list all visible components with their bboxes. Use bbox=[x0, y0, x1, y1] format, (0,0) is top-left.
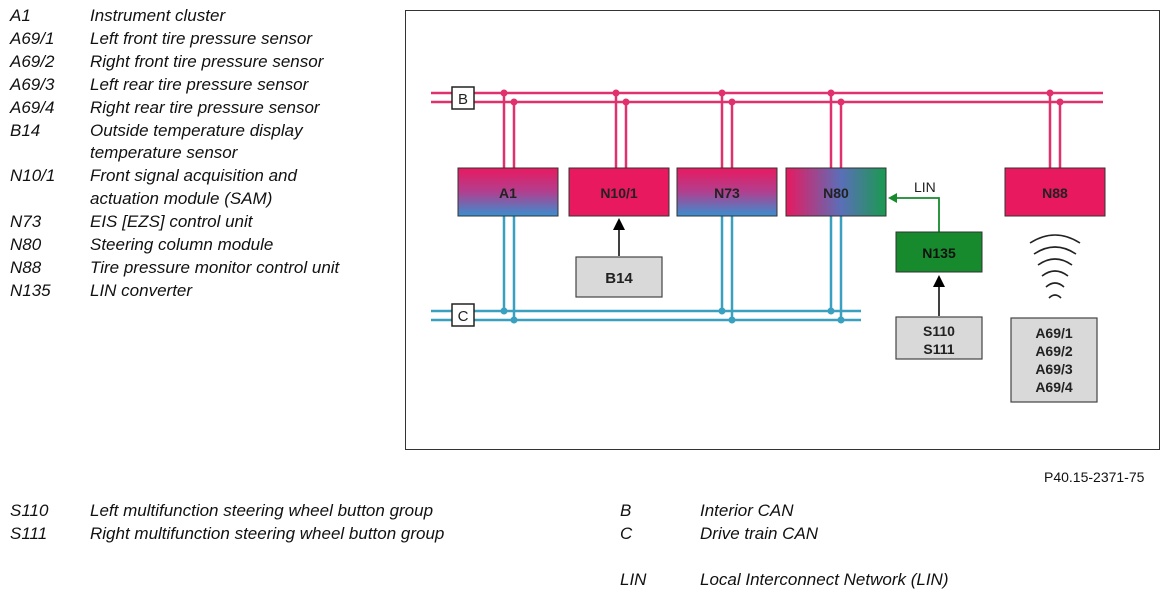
legend-description: Left multifunction steering wheel button… bbox=[90, 501, 434, 520]
legend-entry-n135: N135 LIN converter bbox=[10, 280, 339, 303]
legend-description-line: Right front tire pressure sensor bbox=[90, 51, 324, 71]
lin-label: LIN bbox=[914, 179, 936, 195]
legend-code: A69/3 bbox=[10, 74, 55, 94]
legend-code: S111 bbox=[10, 523, 48, 543]
legend-description: Drive train CAN bbox=[700, 523, 819, 543]
legend-description: Right multifunction steering wheel butto… bbox=[90, 523, 445, 543]
legend-entry-n73: N73 EIS [EZS] control unit bbox=[10, 211, 339, 234]
svg-text:N80: N80 bbox=[823, 185, 849, 201]
wireless-signal-icon bbox=[1029, 234, 1081, 299]
svg-text:S111: S111 bbox=[923, 341, 954, 357]
legend-entry-s110: S110 Left multifunction steering wheel bu… bbox=[10, 500, 444, 523]
svg-text:N88: N88 bbox=[1042, 185, 1068, 201]
legend-entry-a69-2: A69/2 Right front tire pressure sensor bbox=[10, 51, 339, 74]
legend-code: C bbox=[620, 523, 633, 543]
legend-description-line: Left front tire pressure sensor bbox=[90, 28, 313, 48]
legend-description: LIN converter bbox=[90, 280, 192, 303]
switch-group-s110-s111: S110 S111 bbox=[895, 316, 983, 360]
module-n73: N73 bbox=[676, 167, 778, 217]
drive-train-can-junctions bbox=[500, 307, 845, 324]
module-n88: N88 bbox=[1004, 167, 1106, 217]
svg-text:A69/3: A69/3 bbox=[1035, 361, 1073, 377]
module-n80: N80 bbox=[785, 167, 887, 217]
legend-code: LIN bbox=[620, 569, 647, 589]
legend-code: A69/2 bbox=[10, 51, 55, 71]
legend-code: N73 bbox=[10, 212, 42, 232]
legend-description-line: Steering column module bbox=[90, 235, 274, 255]
legend-description-line: Left rear tire pressure sensor bbox=[90, 74, 309, 94]
legend-description: Interior CAN bbox=[700, 501, 794, 520]
legend-code: B bbox=[620, 501, 632, 520]
legend-entry-a1: A1 Instrument cluster bbox=[10, 5, 339, 28]
legend-code: N10/1 bbox=[10, 166, 56, 186]
legend-entry-b: B Interior CAN bbox=[620, 500, 949, 523]
legend-description-line: Tire pressure monitor control unit bbox=[90, 257, 340, 277]
legend-code: N88 bbox=[10, 257, 42, 277]
legend-entry-b14: B14 Outside temperature display temperatur… bbox=[10, 120, 339, 166]
legend-code: A1 bbox=[10, 6, 31, 25]
svg-text:A1: A1 bbox=[499, 185, 517, 201]
legend-description-line: actuation module (SAM) bbox=[90, 189, 273, 209]
legend-description: Outside temperature display temperature s… bbox=[90, 120, 303, 166]
legend-description: Tire pressure monitor control unit bbox=[90, 257, 339, 280]
bus-b-label-box: B bbox=[451, 86, 475, 110]
legend-entry-a69-4: A69/4 Right rear tire pressure sensor bbox=[10, 97, 339, 120]
interior-can-bus bbox=[431, 91, 1103, 168]
svg-text:N10/1: N10/1 bbox=[600, 185, 638, 201]
lin-connection: LIN bbox=[888, 179, 940, 232]
module-n10-1: N10/1 bbox=[568, 167, 670, 217]
bus-c-label: C bbox=[458, 308, 469, 325]
legend-entry-lin: LIN Local Interconnect Network (LIN) bbox=[620, 569, 949, 592]
legend-description: Instrument cluster bbox=[90, 5, 225, 28]
svg-text:A69/2: A69/2 bbox=[1035, 343, 1073, 359]
svg-text:N73: N73 bbox=[714, 185, 740, 201]
svg-text:S110: S110 bbox=[923, 323, 955, 339]
legend-description: Right rear tire pressure sensor bbox=[90, 97, 320, 120]
legend-entry-s111: S111 Right multifunction steering wheel b… bbox=[10, 523, 444, 546]
legend-entry-n88: N88 Tire pressure monitor control unit bbox=[10, 257, 339, 280]
interior-can-junctions bbox=[500, 89, 1064, 106]
sensor-b14: B14 bbox=[575, 256, 663, 298]
svg-text:B14: B14 bbox=[605, 270, 633, 287]
switch-legend: S110 Left multifunction steering wheel bu… bbox=[10, 500, 444, 546]
legend-description: Front signal acquisition and actuation mo… bbox=[90, 165, 297, 211]
legend-entry-a69-3: A69/3 Left rear tire pressure sensor bbox=[10, 74, 339, 97]
legend-description-line: EIS [EZS] control unit bbox=[90, 212, 253, 232]
legend-description-line: LIN converter bbox=[90, 280, 193, 300]
legend-code: B14 bbox=[10, 120, 41, 140]
legend-description: Steering column module bbox=[90, 234, 273, 257]
legend-code: A69/1 bbox=[10, 28, 55, 48]
legend-code: S110 bbox=[10, 501, 49, 520]
legend-description-line: Instrument cluster bbox=[90, 6, 226, 25]
legend-entry-n10-1: N10/1 Front signal acquisition and actuati… bbox=[10, 165, 339, 211]
legend-entry-n80: N80 Steering column module bbox=[10, 234, 339, 257]
legend-description: Right front tire pressure sensor bbox=[90, 51, 323, 74]
svg-text:A69/4: A69/4 bbox=[1035, 379, 1073, 395]
module-a1: A1 bbox=[457, 167, 559, 217]
legend-description: EIS [EZS] control unit bbox=[90, 211, 253, 234]
figure-reference-code: P40.15-2371-75 bbox=[1044, 469, 1145, 485]
tire-pressure-sensors: A69/1 A69/2 A69/3 A69/4 bbox=[1010, 317, 1098, 403]
legend-code: N135 bbox=[10, 280, 51, 300]
bus-b-label: B bbox=[458, 91, 468, 108]
legend-entry-a69-1: A69/1 Left front tire pressure sensor bbox=[10, 28, 339, 51]
module-n135: N135 bbox=[895, 231, 983, 273]
bus-c-label-box: C bbox=[451, 303, 475, 327]
legend-description-line: Front signal acquisition and bbox=[90, 166, 297, 186]
svg-text:N135: N135 bbox=[922, 245, 956, 261]
legend-description-line: Outside temperature display bbox=[90, 120, 303, 140]
legend-description-line: temperature sensor bbox=[90, 143, 238, 163]
svg-text:A69/1: A69/1 bbox=[1035, 325, 1073, 341]
legend-entry-c: C Drive train CAN bbox=[620, 523, 949, 546]
legend-description-line: Right rear tire pressure sensor bbox=[90, 97, 320, 117]
legend-description: Local Interconnect Network (LIN) bbox=[700, 569, 949, 589]
legend-code: N80 bbox=[10, 235, 42, 255]
legend-description: Left front tire pressure sensor bbox=[90, 28, 312, 51]
network-legend: B Interior CAN C Drive train CAN LIN Local In… bbox=[620, 500, 949, 592]
network-diagram: B C A1 N10/1 N73 N80 N88 B14 LIN N135 bbox=[405, 10, 1160, 450]
legend-code: A69/4 bbox=[10, 97, 55, 117]
legend-description: Left rear tire pressure sensor bbox=[90, 74, 308, 97]
